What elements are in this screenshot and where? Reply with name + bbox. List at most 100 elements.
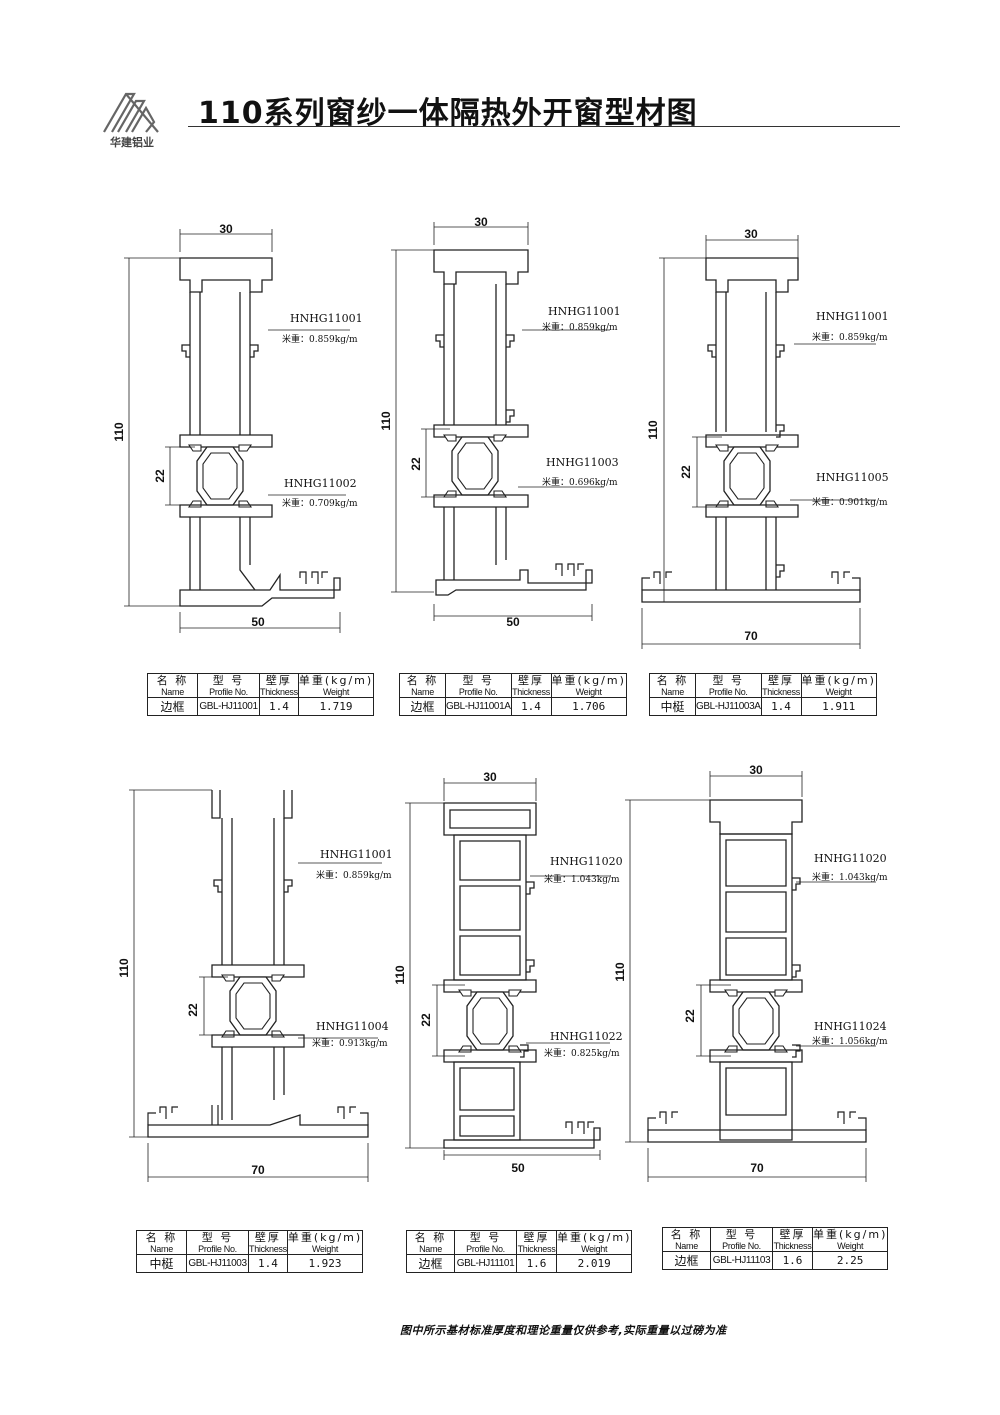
- cell-name: 边框: [399, 697, 446, 716]
- dimensions-1: [124, 229, 350, 633]
- mid-dim-3: 22: [679, 465, 693, 479]
- cell-thickness: 1.6: [772, 1251, 813, 1270]
- cell-weight: 2.25: [811, 1251, 889, 1270]
- callout-weight-3a: 米重：0.859kg/m: [812, 331, 888, 343]
- cell-weight: 1.719: [297, 697, 375, 716]
- height-dim-5: 110: [393, 965, 407, 985]
- profile-drawing-1: [179, 257, 341, 607]
- callout-code-1a: HNHG11001: [290, 312, 363, 325]
- callout-code-6a: HNHG11020: [814, 852, 887, 865]
- cell-name: 中梃: [136, 1254, 187, 1273]
- cell-weight: 1.706: [550, 697, 627, 716]
- header-weight: 单重(kg/m)Weight: [555, 1230, 633, 1255]
- header-weight: 单重(kg/m)Weight: [550, 673, 627, 698]
- cell-name: 边框: [406, 1254, 455, 1273]
- cell-profile: GBL-HJ11103: [710, 1251, 773, 1270]
- callout-weight-5b: 米重：0.825kg/m: [544, 1047, 620, 1059]
- callout-weight-2b: 米重：0.696kg/m: [542, 476, 618, 488]
- logo-text: 华建铝业: [110, 135, 154, 149]
- cell-profile: GBL-HJ11001A: [445, 697, 512, 716]
- bottom-dim-2: 50: [506, 615, 520, 629]
- dimensions-5: [405, 778, 610, 1160]
- height-dim-4: 110: [117, 958, 131, 978]
- header-weight: 单重(kg/m)Weight: [286, 1230, 364, 1255]
- callout-weight-4a: 米重：0.859kg/m: [316, 869, 392, 881]
- cell-profile: GBL-HJ11003: [186, 1254, 249, 1273]
- profile-drawing-4: [147, 790, 369, 1138]
- callout-code-5b: HNHG11022: [550, 1030, 623, 1043]
- cell-name: 边框: [147, 697, 198, 716]
- width-dim-2: 30: [474, 215, 488, 229]
- width-dim-6: 30: [749, 763, 763, 777]
- company-logo: 华建铝业: [103, 92, 159, 149]
- cell-thickness: 1.4: [760, 697, 802, 716]
- width-dim-3: 30: [744, 227, 758, 241]
- cell-profile: GBL-HJ11101: [454, 1254, 517, 1273]
- height-dim-6: 110: [613, 962, 627, 982]
- height-dim-3: 110: [646, 420, 660, 440]
- callout-weight-1a: 米重：0.859kg/m: [282, 333, 358, 345]
- footer-note: 图中所示基材标准厚度和理论重量仅供参考,实际重量以过磅为准: [400, 1324, 727, 1337]
- callout-weight-6b: 米重：1.056kg/m: [812, 1035, 888, 1047]
- dimensions-4: [129, 789, 382, 1182]
- mid-dim-4: 22: [186, 1003, 200, 1017]
- cell-thickness: 1.4: [259, 697, 299, 716]
- bottom-dim-5: 50: [511, 1161, 525, 1175]
- header-divider: [188, 126, 900, 127]
- cell-weight: 1.911: [800, 697, 877, 716]
- callout-weight-1b: 米重：0.709kg/m: [282, 497, 358, 509]
- callout-code-2a: HNHG11001: [548, 305, 621, 318]
- cell-profile: GBL-HJ11001: [197, 697, 260, 716]
- header-weight: 单重(kg/m)Weight: [800, 673, 877, 698]
- height-dim-2: 110: [379, 411, 393, 431]
- callout-code-1b: HNHG11002: [284, 477, 357, 490]
- bottom-dim-3: 70: [744, 629, 758, 643]
- callout-weight-6a: 米重：1.043kg/m: [812, 871, 888, 883]
- cell-weight: 1.923: [286, 1254, 364, 1273]
- callout-code-4a: HNHG11001: [320, 848, 393, 861]
- cell-name: 中梃: [649, 697, 696, 716]
- callout-code-4b: HNHG11004: [316, 1020, 389, 1033]
- header-weight: 单重(kg/m)Weight: [811, 1227, 889, 1252]
- height-dim-1: 110: [112, 422, 126, 442]
- cell-thickness: 1.4: [248, 1254, 288, 1273]
- dimensions-2: [391, 222, 610, 621]
- cell-name: 边框: [662, 1251, 711, 1270]
- callout-weight-5a: 米重：1.043kg/m: [544, 873, 620, 885]
- callout-code-3a: HNHG11001: [816, 310, 889, 323]
- dimensions-6: [625, 771, 876, 1182]
- callout-weight-3b: 米重：0.901kg/m: [812, 496, 888, 508]
- mid-dim-5: 22: [419, 1013, 433, 1027]
- profile-drawing-6: [647, 799, 867, 1143]
- dimensions-3: [641, 235, 876, 649]
- cell-weight: 2.019: [555, 1254, 633, 1273]
- profile-drawing-3: [641, 257, 861, 603]
- mid-dim-2: 22: [409, 457, 423, 471]
- callout-code-5a: HNHG11020: [550, 855, 623, 868]
- header-weight: 单重(kg/m)Weight: [297, 673, 375, 698]
- cell-thickness: 1.6: [516, 1254, 557, 1273]
- page-title: 110系列窗纱一体隔热外开窗型材图: [198, 96, 698, 131]
- width-dim-5: 30: [483, 770, 497, 784]
- bottom-dim-6: 70: [750, 1161, 764, 1175]
